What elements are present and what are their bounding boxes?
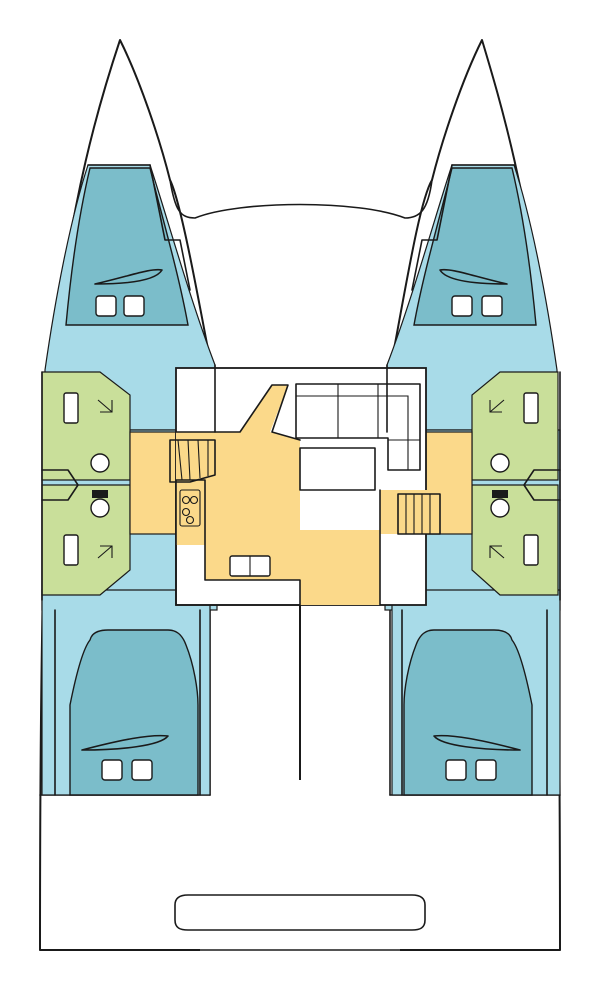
starboard-aft-berth <box>403 629 533 796</box>
port-aft-head <box>41 484 131 596</box>
forward-crossbeam <box>169 179 433 219</box>
saloon-table <box>299 447 376 491</box>
galley-counter <box>175 479 301 606</box>
starboard-companionway-steps <box>397 493 441 535</box>
starboard-aft-pillow-right <box>475 759 497 781</box>
port-forward-toilet <box>90 453 110 473</box>
port-aft-pillow-right <box>131 759 153 781</box>
port-forward-shower <box>63 392 79 424</box>
port-aft-berth <box>69 629 199 796</box>
port-aft-shower <box>63 534 79 566</box>
port-forward-head <box>41 371 131 481</box>
starboard-forward-shower <box>523 392 539 424</box>
starboard-aft-toilet <box>490 498 510 518</box>
starboard-forward-toilet <box>490 453 510 473</box>
starboard-toilet-valve <box>492 490 508 498</box>
port-aft-pillow-left <box>101 759 123 781</box>
port-toilet-valve <box>92 490 108 498</box>
starboard-forward-berth <box>413 167 537 326</box>
saloon-settee <box>295 383 421 471</box>
saloon <box>129 367 473 606</box>
port-forward-berth <box>65 167 189 326</box>
starboard-forward-pillow-left <box>451 295 473 317</box>
starboard-forward-pillow-right <box>481 295 503 317</box>
starboard-aft-pillow-left <box>445 759 467 781</box>
stern-step <box>174 894 426 931</box>
starboard-aft-shower <box>523 534 539 566</box>
starboard-forward-head <box>471 371 559 481</box>
port-forward-pillow-right <box>123 295 145 317</box>
port-aft-toilet <box>90 498 110 518</box>
port-forward-pillow-left <box>95 295 117 317</box>
starboard-aft-head <box>471 484 559 596</box>
galley-stove <box>179 489 201 527</box>
